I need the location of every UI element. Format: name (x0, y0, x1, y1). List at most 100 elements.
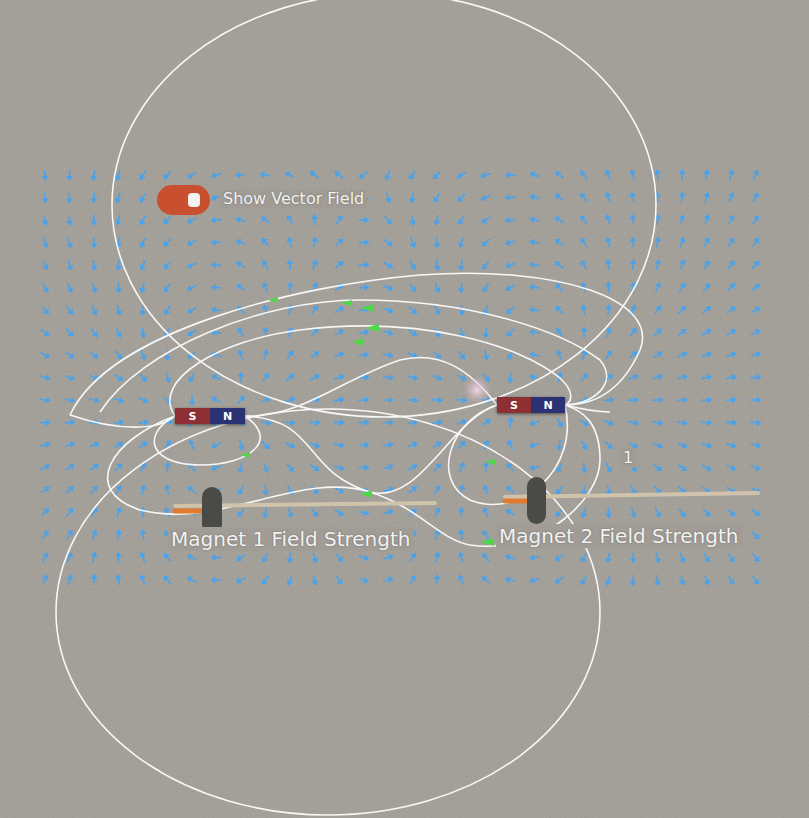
field-vector (479, 192, 492, 203)
field-vector (479, 237, 492, 250)
field-vector (64, 440, 77, 450)
field-vector (63, 461, 76, 473)
field-vector (506, 372, 515, 384)
field-vector (64, 396, 76, 405)
field-vector (431, 191, 442, 204)
field-vector (433, 237, 440, 248)
field-vector (139, 327, 147, 339)
field-vector (333, 349, 346, 360)
field-vector (677, 574, 687, 586)
field-vector (286, 552, 294, 563)
field-vector (750, 462, 763, 473)
cursor-dot (463, 376, 491, 404)
field-vector (408, 214, 417, 226)
field-vector (677, 396, 688, 404)
field-vector (358, 464, 369, 472)
field-vector (382, 507, 395, 517)
field-vector (161, 214, 174, 227)
field-vector (185, 282, 198, 293)
field-vector (234, 281, 247, 293)
field-arrows (200, 297, 495, 546)
field-vector (578, 236, 590, 249)
field-vector (603, 168, 614, 181)
field-line (70, 273, 643, 415)
field-vector (161, 169, 174, 182)
field-vector (358, 283, 370, 291)
field-vector (260, 281, 271, 294)
field-vector (64, 304, 76, 317)
field-line (170, 326, 571, 416)
field-vector (382, 305, 395, 315)
field-vector (333, 463, 346, 473)
field-vector (311, 214, 318, 225)
field-vector (750, 396, 761, 403)
field-vector (260, 462, 271, 475)
field-vector (750, 213, 762, 226)
field-vector (528, 238, 540, 247)
field-vector (676, 462, 689, 474)
field-vector (308, 462, 321, 474)
field-vector (455, 438, 468, 451)
field-vector (39, 327, 52, 339)
field-vector (528, 192, 541, 202)
field-vector (88, 349, 101, 362)
field-vector (628, 168, 638, 180)
field-vector (456, 349, 468, 362)
field-vector (603, 348, 615, 361)
field-vector (605, 507, 613, 518)
field-vector (750, 168, 761, 181)
field-vector (701, 213, 711, 226)
field-vector (333, 551, 346, 564)
field-vector (528, 215, 540, 225)
field-vector (603, 396, 615, 404)
field-vector (603, 418, 616, 428)
field-vector (210, 170, 223, 180)
slider-label: Magnet 2 Field Strength (496, 524, 742, 548)
field-vector (750, 191, 761, 204)
field-vector (651, 326, 664, 339)
field-vector (358, 508, 370, 517)
field-vector (676, 418, 688, 427)
field-vector (701, 574, 712, 587)
field-vector (90, 237, 97, 248)
field-vector (701, 396, 712, 403)
field-vector (39, 484, 52, 496)
field-vector (407, 551, 419, 564)
field-vector (285, 418, 297, 426)
field-vector (725, 507, 738, 520)
field-vector (88, 461, 101, 473)
field-vector (39, 349, 52, 361)
field-vector (701, 236, 712, 249)
field-vector (504, 506, 517, 518)
field-vector (702, 168, 711, 180)
field-vector (113, 192, 123, 205)
field-vector (114, 214, 123, 226)
field-vector (39, 373, 52, 383)
field-vector (653, 552, 662, 564)
field-vector (578, 371, 591, 384)
field-vector (604, 552, 613, 564)
field-vector (161, 551, 173, 564)
field-vector (358, 553, 371, 563)
field-vector (64, 372, 77, 383)
field-vector (629, 214, 637, 226)
field-vector (237, 371, 244, 382)
field-vector (382, 575, 395, 585)
field-vector (382, 328, 394, 338)
field-vector (185, 461, 197, 474)
field-vector (676, 349, 689, 360)
field-vector (234, 575, 247, 586)
field-vector (725, 462, 738, 473)
field-line (56, 409, 600, 815)
field-vector (628, 396, 639, 404)
field-vector (457, 551, 467, 563)
field-vector (605, 281, 612, 292)
field-vector (333, 372, 345, 382)
field-vector (39, 462, 52, 473)
field-vector (555, 440, 563, 452)
field-vector (676, 506, 688, 519)
field-vector (138, 418, 150, 427)
field-vector (456, 237, 467, 250)
field-vector (725, 350, 738, 360)
